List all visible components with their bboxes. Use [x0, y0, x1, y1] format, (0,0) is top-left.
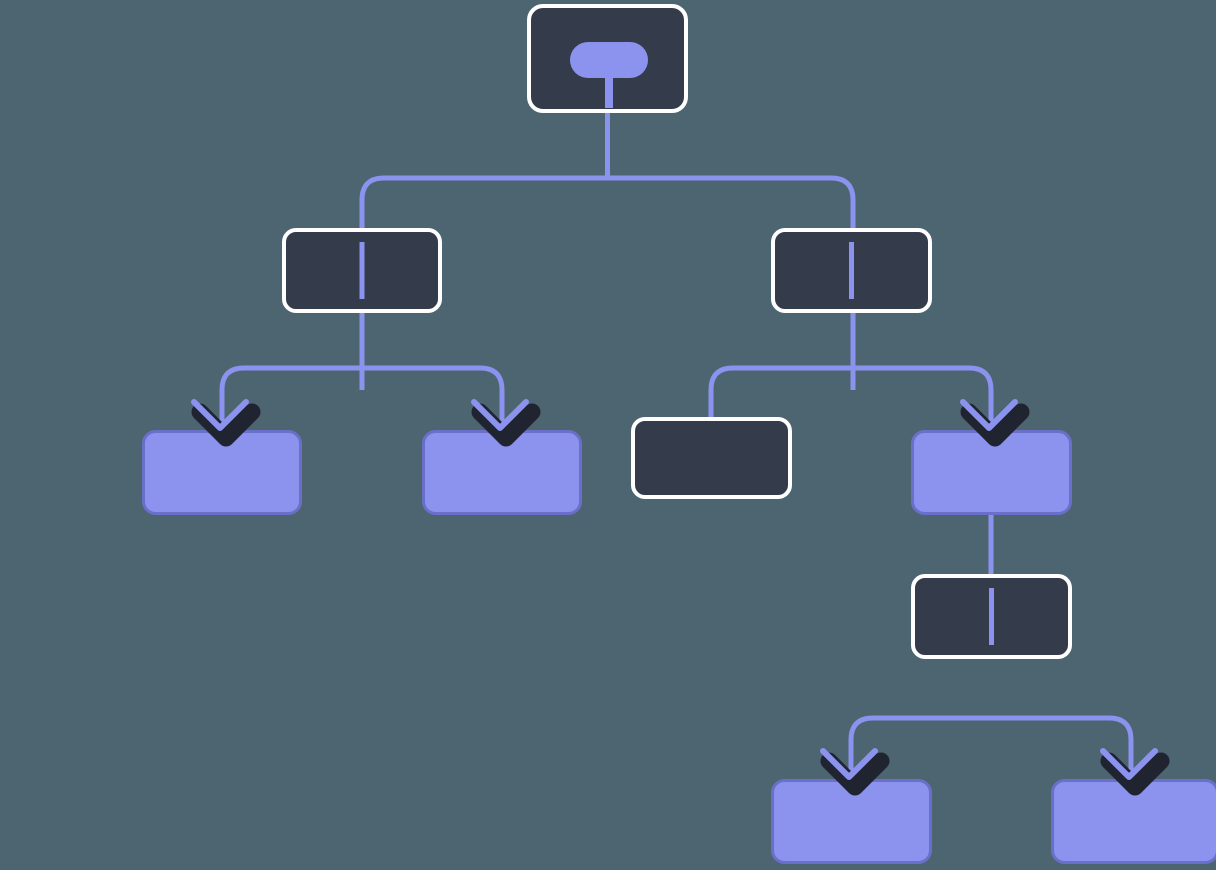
- arrowhead-icon: [820, 748, 890, 796]
- edge-to-leaf-b: [362, 365, 505, 430]
- root-node[interactable]: [527, 4, 688, 113]
- edge-to-leaf-d: [853, 365, 994, 430]
- level3-dark-node-body: [631, 417, 792, 499]
- edge-to-leaf-level5-a: [848, 715, 991, 779]
- arrowhead-stroke: [191, 399, 249, 431]
- level2-left-node-passthrough-line: [359, 242, 365, 299]
- edge-root-to-level2: [359, 175, 856, 313]
- level2-right-node-passthrough-line: [849, 242, 854, 299]
- arrowhead-stroke: [820, 748, 878, 780]
- level3-dark-node[interactable]: [631, 417, 792, 499]
- arrowhead-icon: [1100, 748, 1170, 796]
- arrowhead-icon: [960, 399, 1030, 447]
- arrowhead-stroke: [471, 399, 529, 431]
- nodes-layer: [142, 4, 1216, 864]
- edge-to-leaf-a: [219, 365, 362, 430]
- root-pill-capsule: [570, 42, 648, 78]
- edge-to-leaf-level5-b: [991, 715, 1134, 779]
- arrowheads-layer: [191, 399, 1170, 796]
- arrowhead-icon: [191, 399, 261, 447]
- arrowhead-icon: [471, 399, 541, 447]
- line-through-layer: [359, 242, 994, 645]
- root-pill-stem: [605, 76, 613, 108]
- arrowhead-stroke: [960, 399, 1018, 431]
- edge-to-dark-node: [708, 365, 853, 417]
- edges-layer: [219, 78, 1134, 779]
- level4-dark-node-passthrough-line: [989, 588, 994, 645]
- arrowhead-stroke: [1100, 748, 1158, 780]
